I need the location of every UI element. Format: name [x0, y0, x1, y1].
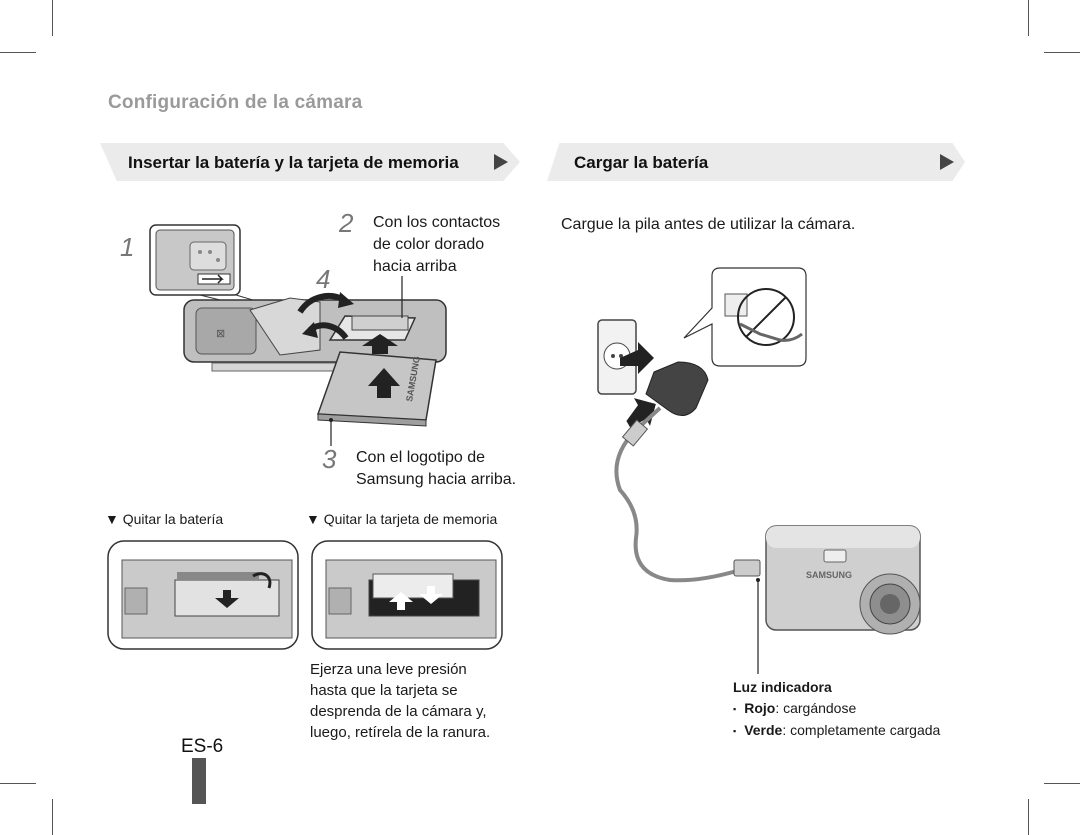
step-number-4: 4	[316, 264, 331, 294]
section-banner-charge-label: Cargar la batería	[574, 153, 709, 172]
page-number: ES-6	[181, 736, 224, 757]
section-banner-insert-label: Insertar la batería y la tarjeta de memo…	[128, 153, 459, 172]
step3-line: Con el logotipo de	[356, 449, 485, 466]
battery-insert-illustration: ⊠ SAMSUNG	[149, 224, 447, 446]
crop-mark	[52, 0, 53, 36]
led-item-bullet: ▪	[733, 726, 737, 737]
led-item-red: ▪ Rojo: cargándose	[733, 700, 856, 716]
led-title: Luz indicadora	[733, 679, 832, 695]
remove-card-illustration	[311, 540, 503, 650]
crop-mark	[1028, 799, 1029, 835]
led-item-text: : completamente cargada	[782, 722, 941, 738]
card-note-line: desprenda de la cámara y,	[310, 703, 487, 720]
led-item-green: ▪ Verde: completamente cargada	[733, 722, 940, 738]
step3-text: Con el logotipo de Samsung hacia arriba.	[356, 447, 516, 491]
svg-text:⊠: ⊠	[216, 328, 225, 340]
arrow-right-icon	[494, 154, 508, 170]
remove-battery-label: ▼ Quitar la batería	[105, 511, 224, 527]
step2-line: hacia arriba	[373, 258, 457, 275]
arrow-right-icon	[940, 154, 954, 170]
step-number-1: 1	[120, 232, 135, 262]
charging-illustration: SAMSUNG	[597, 267, 921, 674]
card-note-line: luego, retírela de la ranura.	[310, 724, 491, 741]
card-note-line: Ejerza una leve presión	[310, 661, 467, 678]
led-item-color: Rojo	[744, 700, 776, 716]
charger-adapter	[645, 361, 709, 416]
remove-battery-illustration	[107, 540, 299, 650]
card-note-line: hasta que la tarjeta se	[310, 682, 458, 699]
section-banner-charge: Cargar la batería	[547, 143, 965, 181]
step2-line: de color dorado	[373, 236, 485, 253]
camera-brand: SAMSUNG	[806, 570, 852, 580]
step-number-3: 3	[322, 444, 337, 474]
card-note: Ejerza una leve presión hasta que la tar…	[310, 659, 490, 743]
crop-mark	[0, 52, 36, 53]
step2-text: Con los contactos de color dorado hacia …	[373, 212, 500, 278]
remove-card-label: ▼ Quitar la tarjeta de memoria	[306, 511, 498, 527]
step-number-2: 2	[339, 208, 354, 238]
crop-mark	[1044, 52, 1080, 53]
usb-cable	[614, 406, 741, 583]
led-item-color: Verde	[744, 722, 783, 738]
callout-bubble	[683, 267, 807, 367]
crop-mark	[0, 783, 36, 784]
charge-intro: Cargue la pila antes de utilizar la cáma…	[561, 216, 856, 233]
led-item-text: : cargándose	[775, 700, 857, 716]
led-item-bullet: ▪	[733, 704, 737, 715]
page-tab-marker	[192, 758, 206, 804]
crop-mark	[1044, 783, 1080, 784]
page-title: Configuración de la cámara	[108, 92, 363, 113]
section-banner-insert: Insertar la batería y la tarjeta de memo…	[100, 143, 520, 181]
step3-line: Samsung hacia arriba.	[356, 471, 517, 488]
crop-mark	[52, 799, 53, 835]
crop-mark	[1028, 0, 1029, 36]
step2-line: Con los contactos	[373, 214, 501, 231]
